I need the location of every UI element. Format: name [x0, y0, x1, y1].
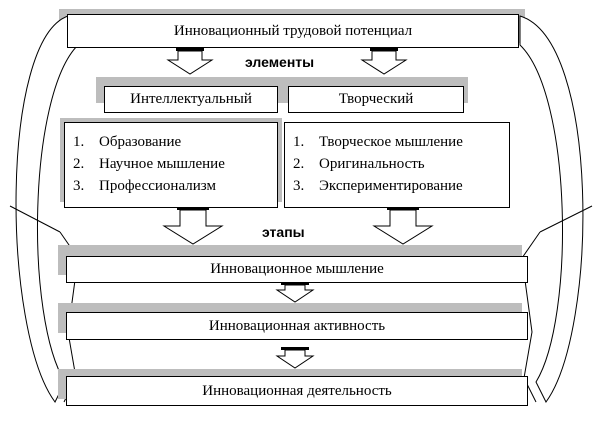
creative-list: 1.Творческое мышление 2.Оригинальность 3… [293, 131, 509, 197]
list-item: 3.Профессионализм [73, 178, 216, 194]
arrow-title-right [360, 47, 408, 75]
elements-label: элементы [245, 54, 315, 70]
right-curved-arrow [519, 15, 584, 403]
column-header-label: Творческий [338, 91, 414, 107]
arrow-right-to-stages [372, 206, 434, 245]
column-header-label: Интеллектуальный [130, 91, 252, 107]
arrow-title-left [166, 47, 214, 75]
title-box: Инновационный трудовой потенциал [67, 14, 519, 48]
list-item: 2.Оригинальность [293, 156, 425, 172]
stage-label: Инновационная деятельность [202, 382, 392, 399]
title-text: Инновационный трудовой потенциал [173, 22, 413, 39]
column-header-creative: Творческий [288, 86, 464, 113]
stages-label: этапы [262, 224, 305, 240]
stage-label: Инновационное мышление [210, 261, 384, 277]
arrow-stage-1-to-2 [275, 282, 315, 303]
list-item: 1.Образование [73, 134, 182, 150]
arrow-stage-2-to-3 [275, 347, 315, 369]
list-item: 2.Научное мышление [73, 156, 225, 172]
right-stage-bracket [521, 231, 541, 403]
stage-label: Инновационная активность [208, 317, 386, 334]
arrow-left-to-stages [162, 206, 224, 245]
stage-innovative-activity: Инновационная активность [66, 312, 528, 340]
stage-innovative-work: Инновационная деятельность [66, 376, 528, 406]
intellectual-list-box: 1.Образование 2.Научное мышление 3.Профе… [64, 122, 278, 208]
intellectual-list: 1.Образование 2.Научное мышление 3.Профе… [73, 131, 277, 197]
left-curved-arrow [15, 15, 79, 403]
list-item: 3.Экспериментирование [293, 178, 463, 194]
creative-list-box: 1.Творческое мышление 2.Оригинальность 3… [284, 122, 510, 208]
stage-innovative-thinking: Инновационное мышление [66, 256, 528, 283]
list-item: 1.Творческое мышление [293, 134, 463, 150]
column-header-intellectual: Интеллектуальный [104, 86, 278, 113]
